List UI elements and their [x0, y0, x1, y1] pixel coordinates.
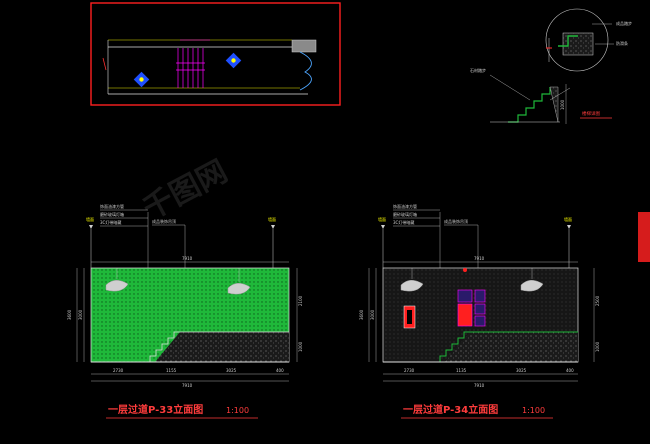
plan-marker-right	[225, 52, 242, 69]
p33-stair-line	[149, 331, 289, 362]
detail-callout-circle	[545, 8, 609, 72]
p33-scale: 1:100	[226, 406, 249, 415]
plan-marker-left	[133, 71, 150, 88]
detail-note-2: 防滑条	[616, 40, 628, 46]
p34-side-label-left: 墙面	[378, 216, 386, 222]
p33-annotations	[100, 209, 186, 268]
p34-wall-sign	[403, 305, 416, 329]
detail-title: 楼梯详图	[582, 110, 600, 117]
p33-note-2: 磨砂玻璃灯箱	[100, 211, 124, 217]
p33-left-dim-2: 3000	[78, 309, 83, 320]
p34-bottom-total: 7910	[474, 383, 485, 388]
elevation-p33: 墙面 墙面 饰面油漆方管 磨砂玻璃灯箱 3C灯带暗藏 成品装饰吊顶 7910 3…	[67, 203, 303, 419]
p33-bottom-dim-3: 3025	[226, 368, 237, 373]
detail-note-3: 石材踏步	[470, 67, 486, 73]
p34-note-2: 磨砂玻璃灯箱	[393, 211, 417, 217]
p34-artwork-frames	[457, 268, 486, 327]
p33-top-dim: 7910	[182, 256, 193, 261]
detail-note-1: 成品踏步	[616, 20, 632, 26]
p34-bottom-dim-3: 3025	[516, 368, 527, 373]
detail-dim: 1000	[560, 99, 565, 110]
p33-bottom-dim-1: 2730	[113, 368, 124, 373]
p34-stair-base	[383, 332, 578, 362]
p33-light-fixture-2	[227, 268, 251, 295]
p33-note-3: 3C灯带暗藏	[100, 219, 121, 225]
side-tab	[638, 212, 650, 262]
p33-stair-base	[91, 332, 289, 362]
p34-light-fixture-1	[400, 268, 424, 292]
detail-stair-profile	[508, 87, 551, 123]
p33-side-label-right: 墙面	[268, 216, 276, 222]
p33-side-label-left: 墙面	[86, 216, 94, 222]
p33-note-4: 成品装饰吊顶	[152, 218, 176, 224]
p33-bottom-dim-4: 400	[276, 368, 284, 373]
p33-bottom-total: 7910	[182, 383, 193, 388]
watermark-text: 千图网	[137, 154, 233, 227]
p34-note-1: 饰面油漆方管	[393, 203, 417, 209]
p34-note-4: 成品装饰吊顶	[444, 218, 468, 224]
p34-stair-line	[439, 331, 578, 362]
p34-light-fixture-2	[520, 268, 544, 292]
p33-right-dim-1: 2100	[298, 295, 303, 306]
p33-left-dim-1: 3600	[67, 309, 72, 320]
p34-left-dim-2: 3000	[370, 309, 375, 320]
p34-right-dim-2: 1000	[595, 341, 600, 352]
stair-detail: 成品踏步 防滑条 1000 石材踏步 楼梯详图	[470, 8, 632, 124]
p34-note-3: 3C灯带暗藏	[393, 219, 414, 225]
plan-door-swing	[299, 51, 312, 91]
p34-annotations	[393, 209, 479, 268]
p34-bottom-dim-2: 1135	[456, 368, 467, 373]
p34-title: 一层过道P-34立面图	[403, 403, 498, 416]
plan-stair-treads	[176, 48, 205, 88]
p33-note-1: 饰面油漆方管	[100, 203, 124, 209]
p33-light-fixture-1	[105, 268, 129, 292]
p34-side-label-right: 墙面	[564, 216, 572, 222]
plan-equipment	[291, 39, 317, 53]
elevation-p34: 墙面 墙面 饰面油漆方管 磨砂玻璃灯箱 3C灯带暗藏 成品装饰吊顶 7910 3…	[359, 203, 600, 419]
p33-right-dim-2: 1000	[298, 341, 303, 352]
p33-bottom-dim-2: 1155	[166, 368, 177, 373]
p33-title: 一层过道P-33立面图	[108, 403, 203, 416]
p34-right-dim-1: 2500	[595, 295, 600, 306]
p34-left-dim-1: 3600	[359, 309, 364, 320]
p34-bottom-dim-4: 400	[566, 368, 574, 373]
p34-scale: 1:100	[522, 406, 545, 415]
plan-frame	[90, 2, 341, 106]
p34-top-dim: 7910	[474, 256, 485, 261]
plan-view	[90, 2, 341, 106]
p34-bottom-dim-1: 2730	[404, 368, 415, 373]
